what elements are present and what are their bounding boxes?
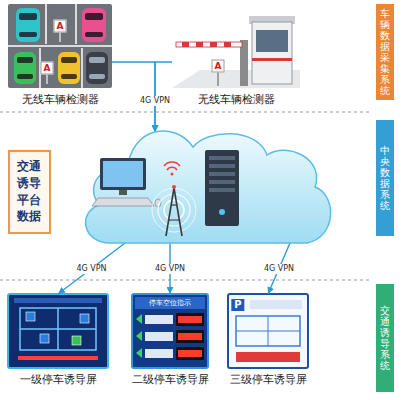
network-link [58, 243, 125, 294]
sensor-sign: A [54, 20, 67, 33]
screen-label: 三级停车诱导屏 [230, 373, 307, 386]
wifi-icon [164, 162, 180, 176]
screen-header: 停车空位指示 [149, 299, 191, 308]
screen-node: 一级停车诱导屏 [8, 294, 108, 387]
sensor-sign: A [41, 62, 54, 75]
detector-label: 无线车辆检测器 [22, 93, 99, 106]
screen-label: 二级停车诱导屏 [132, 373, 209, 386]
section-divider [0, 112, 370, 280]
cloud-node [75, 125, 335, 250]
system-band: 车辆数据采集系统 [376, 4, 394, 100]
radio-tower [152, 185, 196, 236]
band-title: 中央数据系统 [380, 145, 390, 211]
screen-label: 一级停车诱导屏 [20, 373, 97, 386]
level-two-screen [132, 294, 208, 368]
parking-lot [8, 4, 112, 88]
band-title: 交通诱导系统 [380, 305, 390, 371]
band-title: 车辆数据采集系统 [380, 8, 390, 96]
sensor-sign: A [212, 60, 225, 73]
cloud-shape [75, 125, 335, 250]
level-one-screen [8, 294, 108, 368]
computer-icon [92, 158, 161, 207]
platform-data-box: 交通诱导平台数据 [8, 150, 51, 234]
cloud-outline [86, 131, 331, 243]
system-band: 交通诱导系统 [376, 284, 394, 392]
link-label: 4G VPN [74, 264, 108, 274]
server-icon [205, 150, 239, 226]
link-label: 4G VPN [138, 96, 172, 106]
link-label: 4G VPN [262, 264, 296, 274]
box-text: 交通诱导平台数据 [16, 158, 42, 225]
parking-gate [172, 16, 300, 88]
detector-label: 无线车辆检测器 [198, 93, 275, 106]
link-label: 4G VPN [153, 264, 187, 274]
detector-node: 无线车辆检测器 [172, 4, 300, 107]
system-band: 中央数据系统 [376, 120, 394, 236]
level-three-screen [228, 294, 308, 368]
parking-icon: P [231, 299, 244, 311]
screen-node: 二级停车诱导屏 [129, 294, 212, 387]
